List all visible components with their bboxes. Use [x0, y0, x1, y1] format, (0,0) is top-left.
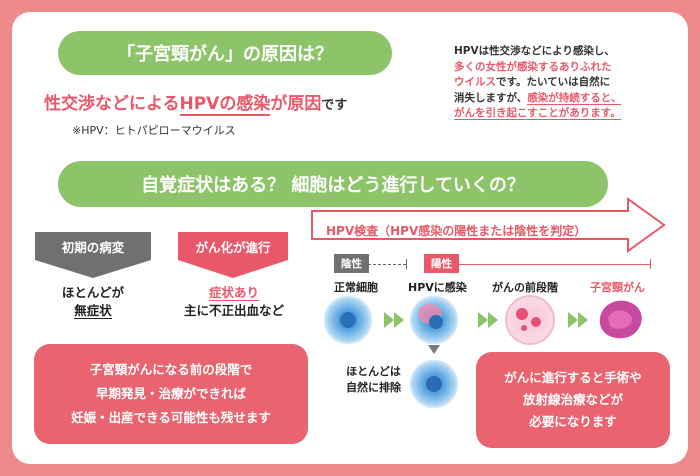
positive-tag: 陽性: [424, 254, 459, 273]
early-symptoms: ほとんどが 無症状: [35, 284, 151, 320]
excreted-line2: 自然に排除: [346, 381, 401, 394]
arrow-right-icon: [384, 312, 404, 328]
explain-line3b: です。たいていは自然に: [496, 76, 611, 88]
cause-suffix: です: [321, 98, 348, 113]
arrow-right-icon: [478, 312, 498, 328]
cause-part2: が原因: [270, 94, 322, 114]
right-box-line1: がんに進行すると手術や: [504, 370, 642, 385]
left-box-line3: 妊娠・出産できる可能性も残せます: [71, 410, 271, 425]
advanced-treatment-box: がんに進行すると手術や 放射線治療などが 必要になります: [476, 352, 670, 448]
early-sym-line2: 無症状: [74, 303, 112, 319]
naturally-cleared-note: ほとんどは 自然に排除: [346, 364, 401, 396]
arrow-right-icon: [568, 312, 588, 328]
normal-cell-icon: [324, 296, 372, 344]
right-box-line2: 放射線治療などが: [522, 392, 623, 407]
early-sym-line1: ほとんどが: [61, 285, 125, 300]
prog-sym-line2: 主に不正出血など: [183, 303, 284, 318]
prog-sym-line1: 症状あり: [208, 285, 259, 301]
explain-line4: 消失しますが、: [454, 91, 528, 104]
hpv-test-arrow-icon: [311, 197, 666, 253]
cause-hpv: HPVの感染: [179, 94, 271, 116]
left-box-line1: 子宮頸がんになる前の段階で: [89, 362, 253, 377]
explain-line1: HPVは性交渉などにより感染し、: [454, 45, 615, 57]
progress-arrow-shape: [178, 260, 288, 278]
cause-question-heading: 「子宮頸がん」の原因は？: [58, 31, 392, 75]
explain-line2: 多くの女性が感染するありふれた: [454, 60, 612, 73]
left-box-line2: 早期発見・治療ができれば: [95, 386, 246, 401]
positive-line: [458, 264, 650, 265]
excreted-line1: ほとんどは: [346, 365, 401, 378]
positive-tick: [650, 259, 651, 269]
early-lesion-label: 初期の病変: [35, 232, 151, 260]
explain-line5: がんを引き起こすことがあります。: [454, 107, 621, 120]
cancer-cell-icon: [599, 300, 642, 339]
early-treatment-box: 子宮頸がんになる前の段階で 早期発見・治療ができれば 妊娠・出産できる可能性も残…: [34, 344, 308, 444]
cancer-cell-label: 子宮頸がん: [590, 281, 645, 294]
precancer-cell-icon: [505, 295, 555, 345]
negative-tick: [406, 259, 407, 269]
right-box-line3: 必要になります: [529, 414, 617, 429]
hpv-explanation: HPVは性交渉などにより感染し、 多くの女性が感染するありふれた ウイルスです。…: [454, 44, 668, 122]
explain-line4b: 感染が持続すると、: [527, 91, 622, 105]
explain-line3: ウイルス: [454, 76, 496, 88]
hpv-footnote: ※HPV：ヒトパピローマウイルス: [72, 124, 236, 137]
progress-symptoms: 症状あり 主に不正出血など: [160, 284, 308, 320]
negative-tag: 陰性: [334, 254, 369, 273]
infected-cell-icon: [410, 296, 458, 344]
early-arrow-shape: [35, 260, 151, 278]
infected-cell-label: HPVに感染: [408, 281, 467, 294]
cause-statement: 性交渉などによるHPVの感染が原因です: [44, 89, 348, 116]
negative-line: [368, 264, 406, 265]
cause-part1: 性交渉などによる: [44, 94, 180, 114]
cancer-progress-label: がん化が進行: [178, 232, 288, 260]
arrow-down-icon: [428, 345, 440, 354]
precancer-cell-label: がんの前段階: [492, 281, 558, 294]
normal-cell-label: 正常細胞: [334, 281, 378, 294]
symptoms-question-heading: 自覚症状はある？ 細胞はどう進行していくの？: [58, 161, 608, 207]
hpv-test-label: HPV検査（HPV感染の陽性または陰性を判定）: [326, 224, 587, 238]
cleared-cell-icon: [410, 360, 458, 408]
